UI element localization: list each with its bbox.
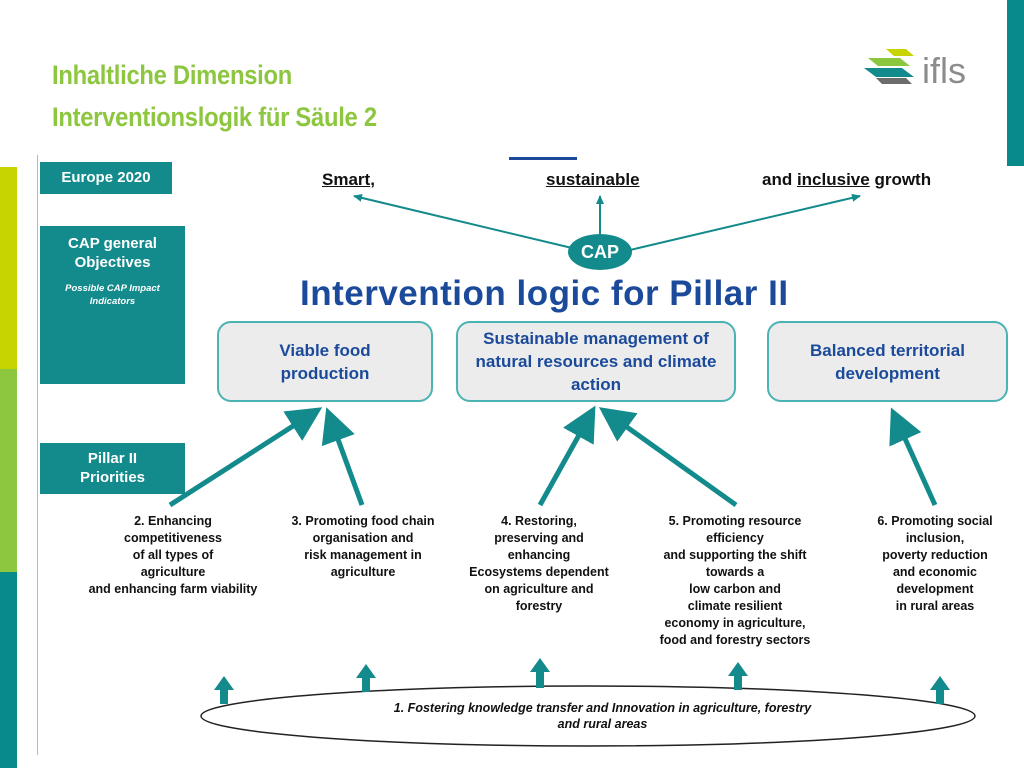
europe-2020-box: Europe 2020 [40,162,172,194]
logo-text: ifls [922,50,966,91]
prio2-arrow [168,407,323,508]
left-stripe-green [0,369,17,572]
prio6-arrow [889,407,938,507]
objective-balanced-territorial: Balanced territorial development [767,321,1008,402]
priority-6-label: 6. Promoting social inclusion, poverty r… [877,514,993,613]
objective-viable-food: Viable food production [217,321,433,402]
base-priority-label: 1. Fostering knowledge transfer and Inno… [393,701,812,731]
cap-to-smart-arrow [353,193,573,249]
pillar-priorities-box: Pillar II Priorities [40,443,185,494]
smart-label: Smart, [322,170,375,189]
objective-sustainable-management: Sustainable management of natural resour… [456,321,736,402]
cap-to-inclusive-arrow [629,193,861,251]
priority-3-label: 3. Promoting food chain organisation and… [291,514,435,579]
priority-2-label: 2. Enhancing competitiveness of all type… [88,514,258,596]
diagram-left-border [37,155,38,755]
base-priority-ellipse [200,685,976,747]
left-stripe-teal [0,572,17,768]
prio4-arrow [537,405,596,507]
right-accent-bar [1007,0,1024,165]
page-title-line2: Interventionslogik für Säule 2 [52,102,377,132]
ifls-logo-icon [864,49,914,84]
right-accent-tab [1007,152,1024,166]
priority-5-label: 5. Promoting resource efficiency and sup… [659,514,811,647]
top-blue-line [509,157,577,160]
prio3-arrow [321,407,365,506]
pillar-priorities-label: Pillar II Priorities [79,450,146,486]
priority-4-label: 4. Restoring, preserving and enhancing E… [469,514,609,613]
inclusive-growth-label: and inclusive growth [762,170,932,189]
cap-oval: CAP [568,234,632,270]
prio5-arrow [598,407,738,508]
europe-2020-label: Europe 2020 [61,169,151,186]
cap-objectives-box: CAP general Objectives Possible CAP Impa… [40,226,185,384]
sustainable-label: sustainable [546,170,640,189]
page-title-line1: Inhaltliche Dimension [52,60,293,90]
base-up-arrows [214,658,950,704]
cap-objectives-label: CAP general Objectives [68,235,157,271]
left-stripe-lime [0,167,17,369]
cap-indicators-label: Possible CAP Impact Indicators [65,283,160,307]
intervention-logic-heading: Intervention logic for Pillar II [300,274,789,313]
